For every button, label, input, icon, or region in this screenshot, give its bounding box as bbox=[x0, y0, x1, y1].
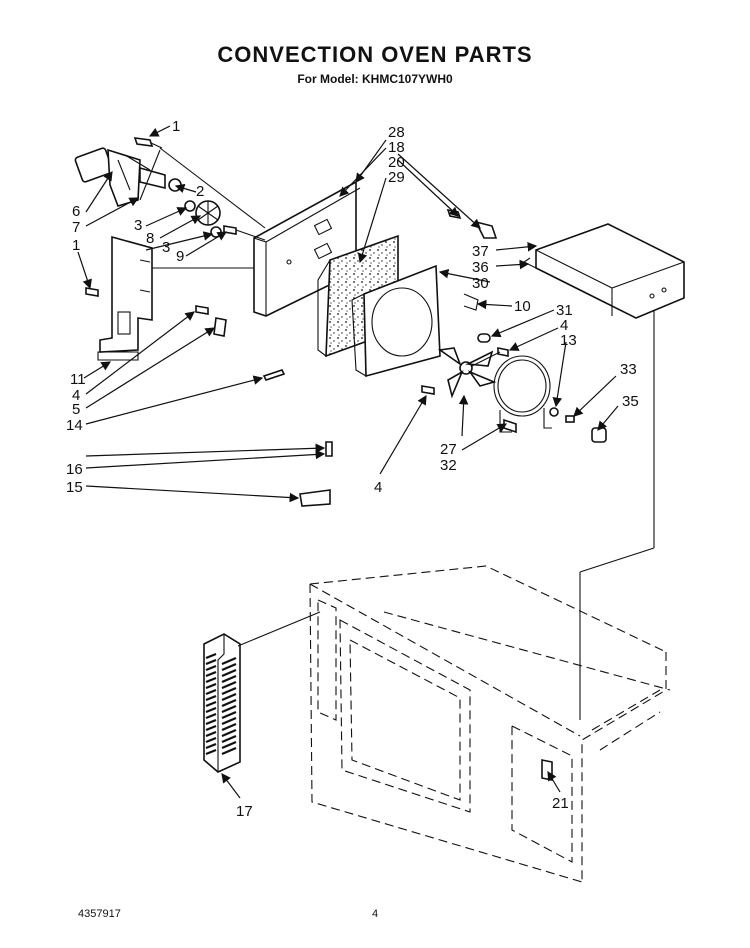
callout-10: 10 bbox=[514, 298, 531, 315]
model-subtitle: For Model: KHMC107YWH0 bbox=[297, 72, 453, 86]
callout-4-right: 4 bbox=[560, 317, 568, 334]
heater-element-32 bbox=[493, 355, 552, 434]
callout-9: 9 bbox=[176, 248, 184, 265]
callout-4-bottom: 4 bbox=[374, 479, 382, 496]
callout-1-left: 1 bbox=[72, 237, 80, 254]
bracket-5 bbox=[213, 317, 227, 337]
screw-4-right bbox=[497, 347, 509, 357]
callout-6: 6 bbox=[72, 203, 80, 220]
clip-10 bbox=[463, 293, 479, 311]
callout-1-top: 1 bbox=[172, 118, 180, 135]
callout-18: 18 bbox=[388, 139, 405, 156]
clip-18 bbox=[474, 220, 498, 239]
callout-29: 29 bbox=[388, 169, 405, 186]
page-title: CONVECTION OVEN PARTS bbox=[217, 42, 533, 67]
callout-14: 14 bbox=[66, 417, 83, 434]
screw-4-left bbox=[195, 305, 209, 315]
document-number: 4357917 bbox=[78, 908, 121, 920]
screw-1-top bbox=[133, 137, 163, 149]
callout-28: 28 bbox=[388, 124, 405, 141]
leader-lines bbox=[77, 125, 619, 799]
callout-4-left: 4 bbox=[72, 387, 80, 404]
callout-27: 27 bbox=[440, 441, 457, 458]
callout-13: 13 bbox=[560, 332, 577, 349]
callout-7: 7 bbox=[72, 219, 80, 236]
fan-blade-8 bbox=[195, 200, 221, 226]
nut-13 bbox=[549, 407, 559, 417]
callout-20: 20 bbox=[388, 154, 405, 171]
oven-cabinet bbox=[309, 310, 671, 883]
callout-32: 32 bbox=[440, 457, 457, 474]
callout-labels: 1 28 18 20 29 2 6 7 3 8 3 9 1 37 36 30 1… bbox=[66, 118, 639, 820]
pin-16 bbox=[325, 441, 333, 457]
callout-2: 2 bbox=[196, 183, 204, 200]
callout-37: 37 bbox=[472, 243, 489, 260]
clip-20 bbox=[446, 208, 462, 220]
control-box-36-37 bbox=[523, 223, 685, 319]
callout-17: 17 bbox=[236, 803, 253, 820]
callout-16: 16 bbox=[66, 461, 83, 478]
screw-1-left bbox=[85, 287, 99, 297]
spacer-31 bbox=[477, 333, 491, 343]
callout-11: 11 bbox=[70, 371, 86, 388]
washer-3 bbox=[184, 200, 196, 212]
callout-36: 36 bbox=[472, 259, 489, 276]
mounting-bracket-11 bbox=[97, 235, 153, 361]
callout-35: 35 bbox=[622, 393, 639, 410]
screw-4-bottom bbox=[421, 385, 435, 395]
callout-8: 8 bbox=[146, 230, 154, 247]
fan-shroud-30 bbox=[351, 264, 441, 378]
callout-31: 31 bbox=[556, 302, 573, 319]
callout-15: 15 bbox=[66, 479, 83, 496]
callout-30: 30 bbox=[472, 275, 489, 292]
convection-fan-27 bbox=[437, 347, 501, 399]
washer-33 bbox=[565, 415, 575, 423]
clip-15 bbox=[299, 489, 331, 507]
callout-21: 21 bbox=[552, 795, 569, 812]
clip-14 bbox=[262, 369, 286, 381]
callout-3-b: 3 bbox=[162, 239, 170, 256]
motor-assembly bbox=[74, 147, 182, 207]
knob-35 bbox=[591, 427, 607, 443]
callout-3-a: 3 bbox=[134, 217, 142, 234]
page-number: 4 bbox=[372, 908, 379, 920]
callout-5: 5 bbox=[72, 401, 80, 418]
grille-17 bbox=[203, 633, 241, 773]
callout-33: 33 bbox=[620, 361, 637, 378]
